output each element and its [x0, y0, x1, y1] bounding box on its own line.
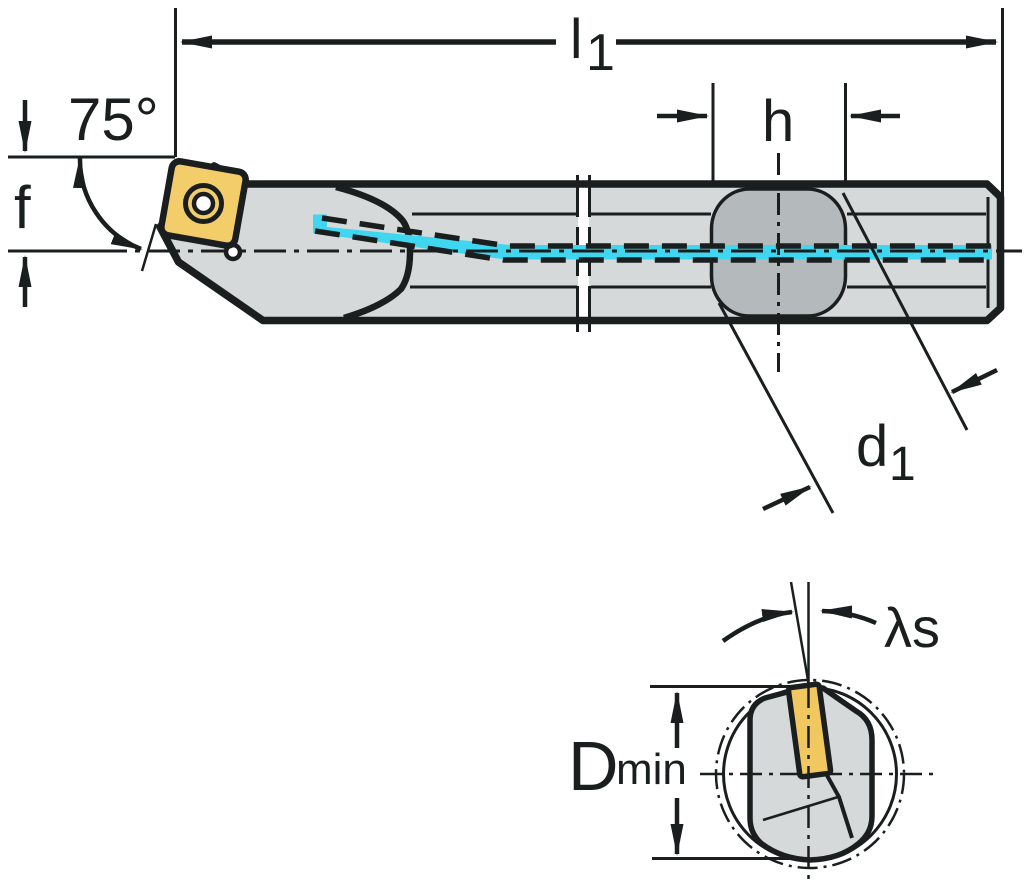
- dimension-dmin: D min: [568, 685, 797, 860]
- insert-screw-inner-icon: [191, 191, 216, 216]
- cutting-edge-extension-line: [140, 223, 158, 272]
- label-f: f: [14, 174, 31, 241]
- coolant-dash-bottom: [314, 228, 992, 263]
- label-lambda-s: λs: [884, 596, 940, 659]
- label-lead-angle: 75°: [68, 86, 159, 153]
- dimension-h: h: [657, 83, 900, 186]
- insert-axis-line: [789, 581, 811, 687]
- label-d1-sub: 1: [889, 438, 916, 491]
- section-pocket-edge: [822, 769, 854, 839]
- label-d1: d: [856, 414, 888, 479]
- label-dmin-sub: min: [616, 745, 687, 794]
- label-l1-sub: 1: [586, 24, 615, 82]
- bar-outline: [156, 162, 1005, 325]
- dimension-layer: l 1 f 75° h d: [8, 7, 1004, 514]
- label-dmin: D: [568, 727, 619, 805]
- insert-pocket-contour: [335, 183, 414, 322]
- label-h: h: [762, 89, 794, 154]
- dimension-lead-angle: 75°: [68, 86, 159, 252]
- section-pocket-line: [762, 795, 839, 822]
- dimension-lambda-s: λs: [721, 596, 940, 659]
- end-view: λs D min: [568, 581, 940, 880]
- coolant-dash-top: [321, 215, 992, 249]
- side-view: [95, 153, 1022, 372]
- insert-screw-outer-icon: [183, 183, 224, 224]
- dimension-l1: l 1: [174, 7, 1004, 253]
- dimension-d1: d 1: [717, 192, 998, 514]
- bar-profile-lines: [410, 197, 990, 308]
- label-l1: l: [570, 7, 582, 70]
